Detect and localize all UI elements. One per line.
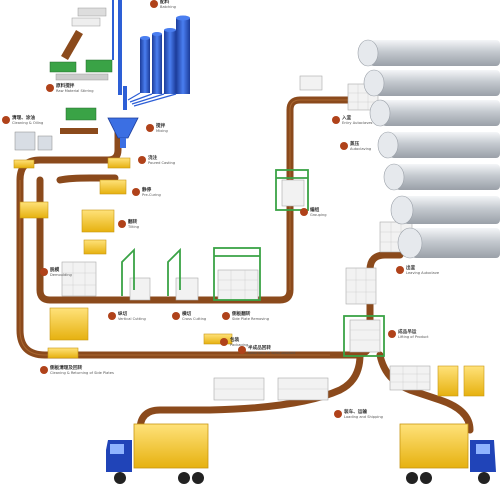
truck-left <box>106 423 209 484</box>
block-grid-lines <box>62 84 430 390</box>
station-number-badge <box>340 142 348 150</box>
station-number-badge <box>300 208 308 216</box>
station-number-badge <box>172 312 180 320</box>
station-number-badge <box>138 156 146 164</box>
station-number-badge <box>332 116 340 124</box>
aac-blocks <box>61 75 431 401</box>
station-number-badge <box>108 312 116 320</box>
autoclaves <box>357 39 500 259</box>
station-number-badge <box>150 0 158 8</box>
station-number-badge <box>46 84 54 92</box>
station-number-badge <box>2 116 10 124</box>
cutting-frames <box>121 169 385 357</box>
station-number-badge <box>40 268 48 276</box>
station-number-badge <box>40 366 48 374</box>
batching-conveyor <box>61 7 107 60</box>
station-number-badge <box>222 312 230 320</box>
station-number-badge <box>334 410 342 418</box>
truck-right <box>399 423 496 484</box>
station-number-badge <box>118 220 126 228</box>
station-number-badge <box>238 346 246 354</box>
station-number-badge <box>388 330 396 338</box>
station-number-badge <box>146 124 154 132</box>
conveyor-inner-line <box>19 99 355 356</box>
raw-material-equipment <box>14 59 113 151</box>
station-number-badge <box>396 266 404 274</box>
station-number-badge <box>132 188 140 196</box>
mold-carts <box>13 157 485 397</box>
station-number-badge <box>220 338 228 346</box>
silos <box>107 0 190 148</box>
